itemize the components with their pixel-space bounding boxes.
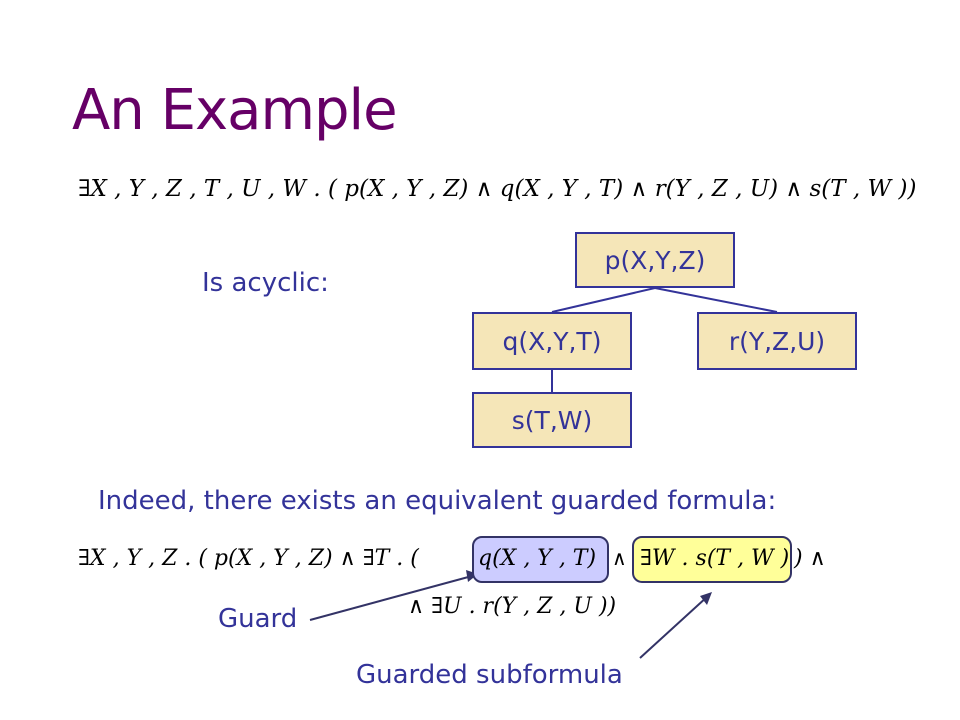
guarded-subformula-label: Guarded subformula bbox=[356, 660, 623, 690]
edge-root-left bbox=[551, 287, 656, 313]
guard-label: Guard bbox=[218, 604, 298, 634]
formula2-tail: ) ∧ bbox=[794, 546, 826, 571]
tree-node-right: r(Y,Z,U) bbox=[697, 312, 857, 370]
guarded-arrow bbox=[639, 595, 709, 659]
formula2-prefix: ∃X , Y , Z . ( p(X , Y , Z) ∧ ∃T . ( bbox=[78, 546, 419, 571]
page-title: An Example bbox=[72, 78, 398, 143]
formula-body: ( p(X , Y , Z) ∧ q(X , Y , T) ∧ r(Y , Z … bbox=[327, 176, 917, 202]
guarded-highlight bbox=[632, 536, 792, 583]
tree-node-child: s(T,W) bbox=[472, 392, 632, 448]
guarded-arrowhead bbox=[700, 592, 712, 605]
formula-quantifier: ∃X , Y , Z , T , U , W . bbox=[78, 176, 321, 202]
formula-existential: ∃X , Y , Z , T , U , W . ( p(X , Y , Z) … bbox=[78, 176, 916, 202]
acyclic-label: Is acyclic: bbox=[202, 268, 329, 298]
formula-guarded-line2: ∧ ∃U . r(Y , Z , U )) bbox=[408, 594, 617, 619]
edge-root-right bbox=[654, 287, 778, 313]
formula2-and: ∧ bbox=[612, 546, 627, 570]
tree-node-left: q(X,Y,T) bbox=[472, 312, 632, 370]
tree-node-root: p(X,Y,Z) bbox=[575, 232, 735, 288]
indeed-text: Indeed, there exists an equivalent guard… bbox=[98, 486, 777, 516]
formula2-guard: q(X , Y , T) bbox=[478, 546, 597, 571]
guard-arrow bbox=[309, 575, 473, 621]
formula-guarded-line1: ∃X , Y , Z . ( p(X , Y , Z) ∧ ∃T . ( bbox=[78, 546, 419, 571]
guard-highlight bbox=[472, 536, 609, 583]
formula2-guarded: ∃W . s(T , W ) bbox=[640, 546, 790, 571]
